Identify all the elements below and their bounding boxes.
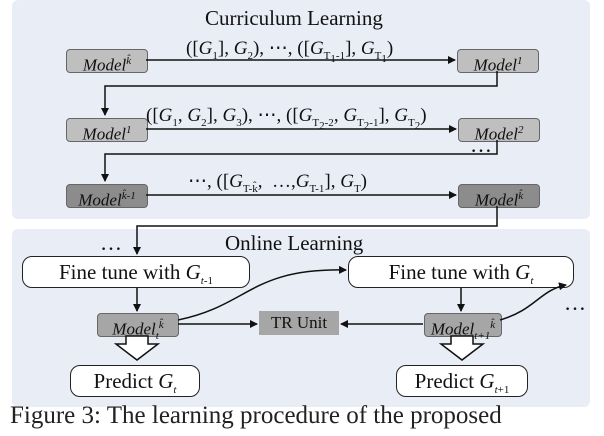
- predict-t-box: Predict Gt: [70, 365, 200, 397]
- fine-tune-prev-box: Fine tune with Gt-1: [22, 256, 250, 288]
- model-sup: 1: [516, 55, 523, 67]
- row3-to-online-connector: [133, 206, 498, 255]
- model-sup: 1: [125, 124, 132, 136]
- model-next-continuation-curve: [499, 282, 567, 321]
- model-label: Model: [82, 124, 126, 144]
- fine-tune-current-box: Fine tune with Gt: [348, 256, 574, 288]
- model-khat-minus-1-box: Modelk̂-1: [66, 184, 148, 210]
- model-label: Model: [474, 124, 518, 144]
- model-label: Model: [473, 55, 517, 75]
- model-t-box: Modeltk̂: [97, 313, 179, 342]
- row2-dots: …: [470, 132, 493, 157]
- model-to-finetune-curve: [177, 265, 347, 321]
- curriculum-learning-title: Curriculum Learning: [205, 6, 383, 30]
- online-dots-left: …: [100, 230, 123, 255]
- predict-t-plus-1-box: Predict Gt+1: [396, 365, 528, 397]
- predict-down-arrow-left: [113, 335, 161, 361]
- model-label: Model: [474, 190, 519, 210]
- model-khat-box: Modelk̂: [66, 49, 148, 75]
- model-khat-box-row3: Modelk̂: [458, 184, 540, 210]
- row1-label: ([G1], G2), ⋯, ([GT1-1], GT1): [186, 38, 394, 65]
- model-sup: 2: [517, 124, 524, 136]
- row2-to-row3-connector: [101, 140, 498, 182]
- model-1-box-row2: Model1: [66, 118, 148, 144]
- model-1-box: Model1: [457, 49, 539, 75]
- model-sup: k̂: [518, 190, 524, 202]
- row1-to-row2-connector: [101, 71, 498, 116]
- model-sup: k̂-1: [121, 190, 136, 202]
- model-t-plus-1-box: Modelt+1k̂: [424, 313, 502, 342]
- predict-down-arrow-right: [438, 335, 486, 361]
- row3-label: ⋯, ([GT-k̂, …,GT-1], GT): [188, 171, 367, 195]
- model-label: Model: [78, 190, 122, 210]
- model-2-box: Model2: [458, 118, 540, 144]
- model-label: Model: [82, 55, 127, 75]
- figure-caption: Figure 3: The learning procedure of the …: [10, 402, 502, 429]
- row2-label: ([G1, G2], G3), ⋯, ([GT2-2, GT2-1], GT2): [146, 105, 427, 132]
- tr-unit-box: TR Unit: [259, 311, 339, 335]
- online-dots-right: …: [564, 290, 587, 315]
- model-sup: k̂: [126, 55, 132, 67]
- online-learning-title: Online Learning: [225, 231, 364, 255]
